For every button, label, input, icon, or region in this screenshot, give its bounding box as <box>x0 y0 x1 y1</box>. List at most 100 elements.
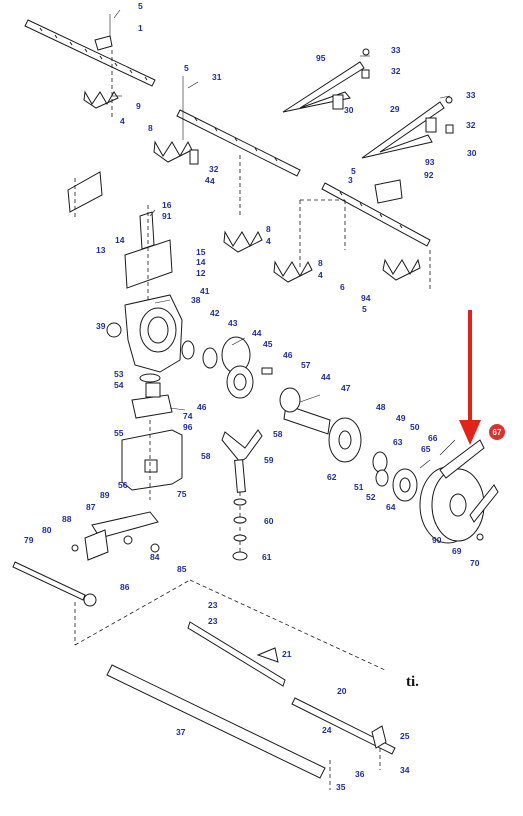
part-number-label: 63 <box>393 437 403 447</box>
part-number-label: 23 <box>208 616 218 626</box>
part-number-label: 4 <box>205 175 210 185</box>
part-number-label: 84 <box>150 552 160 562</box>
part-number-label: 32 <box>466 120 476 130</box>
part-number-label: 79 <box>24 535 34 545</box>
highlighted-callout[interactable]: 67 <box>489 424 505 440</box>
part-number-label: 32 <box>391 66 401 76</box>
part-number-label: 35 <box>336 782 346 792</box>
yoke <box>221 429 263 561</box>
part-number-label: 14 <box>115 235 125 245</box>
part-number-label: 6 <box>340 282 345 292</box>
part-number-label: 59 <box>264 455 274 465</box>
part-number-label: 4 <box>318 270 323 280</box>
part-number-label: 38 <box>191 295 201 305</box>
pulley-and-belt <box>419 439 499 544</box>
part-number-label: 44 <box>321 372 331 382</box>
part-number-label: 65 <box>421 444 431 454</box>
part-number-label: 64 <box>386 502 396 512</box>
part-number-label: 53 <box>114 369 124 379</box>
shield-plate <box>67 171 103 218</box>
part-number-label: 37 <box>176 727 186 737</box>
part-number-label: 1 <box>138 23 143 33</box>
part-number-label: 88 <box>62 514 72 524</box>
part-number-label: 70 <box>470 558 480 568</box>
part-number-label: 95 <box>316 53 326 63</box>
part-number-label: 29 <box>390 104 400 114</box>
part-number-label: 58 <box>273 429 283 439</box>
part-number-label: 54 <box>114 380 124 390</box>
part-number-label: 69 <box>452 546 462 556</box>
part-number-label: 31 <box>212 72 222 82</box>
indicator-arrow <box>459 310 481 445</box>
part-number-label: 36 <box>355 769 365 779</box>
part-number-label: 86 <box>120 582 130 592</box>
part-number-label: 49 <box>396 413 406 423</box>
part-number-label: 5 <box>184 63 189 73</box>
part-number-label: 48 <box>376 402 386 412</box>
part-number-label: 51 <box>354 482 364 492</box>
part-number-label: 66 <box>428 433 438 443</box>
lower-gearbox <box>121 373 183 500</box>
part-number-label: 8 <box>318 258 323 268</box>
part-number-label: 61 <box>262 552 272 562</box>
connecting-rod <box>12 561 386 671</box>
knife-section-lower <box>106 621 396 790</box>
part-number-label: 3 <box>348 175 353 185</box>
knife-bar-top-left <box>24 14 156 120</box>
gearbox-housing <box>106 294 273 399</box>
part-number-label: 92 <box>424 170 434 180</box>
part-number-label: 57 <box>301 360 311 370</box>
guard-assembly-top-right <box>282 48 454 159</box>
part-number-label: 30 <box>344 105 354 115</box>
part-number-label: 34 <box>400 765 410 775</box>
part-number-label: 55 <box>114 428 124 438</box>
part-number-label: 47 <box>341 383 351 393</box>
lever-assembly <box>71 511 160 561</box>
brand-logo: ti. <box>406 674 419 690</box>
knife-bar-right <box>223 155 431 290</box>
knife-bar-middle <box>153 76 301 177</box>
part-number-label: 20 <box>337 686 347 696</box>
part-number-label: 23 <box>208 600 218 610</box>
part-number-label: 5 <box>138 1 143 11</box>
part-number-label: 43 <box>228 318 238 328</box>
part-number-label: 24 <box>322 725 332 735</box>
part-number-label: 96 <box>183 422 193 432</box>
part-number-label: 74 <box>183 411 193 421</box>
part-number-label: 42 <box>210 308 220 318</box>
part-number-label: 8 <box>266 224 271 234</box>
part-number-label: 33 <box>391 45 401 55</box>
part-number-label: 4 <box>210 176 215 186</box>
part-number-label: 4 <box>120 116 125 126</box>
part-number-label: 14 <box>196 257 206 267</box>
part-number-label: 12 <box>196 268 206 278</box>
part-number-label: 46 <box>283 350 293 360</box>
part-number-label: 80 <box>42 525 52 535</box>
part-number-label: 62 <box>327 472 337 482</box>
part-number-label: 93 <box>425 157 435 167</box>
part-number-label: 4 <box>266 236 271 246</box>
part-number-label: 87 <box>86 502 96 512</box>
part-number-label: 90 <box>432 535 442 545</box>
part-number-label: 8 <box>148 123 153 133</box>
part-number-label: 9 <box>136 101 141 111</box>
part-number-label: 41 <box>200 286 210 296</box>
part-number-label: 13 <box>96 245 106 255</box>
part-number-label: 46 <box>197 402 207 412</box>
part-number-label: 52 <box>366 492 376 502</box>
part-number-label: 91 <box>162 211 172 221</box>
part-number-label: 21 <box>282 649 292 659</box>
part-number-label: 75 <box>177 489 187 499</box>
part-number-label: 39 <box>96 321 106 331</box>
drive-shaft-assembly <box>279 387 418 502</box>
part-number-label: 58 <box>201 451 211 461</box>
part-number-label: 50 <box>410 422 420 432</box>
part-number-label: 89 <box>100 490 110 500</box>
part-number-label: 45 <box>263 339 273 349</box>
part-number-label: 16 <box>162 200 172 210</box>
part-number-label: 32 <box>209 164 219 174</box>
part-number-label: 44 <box>252 328 262 338</box>
